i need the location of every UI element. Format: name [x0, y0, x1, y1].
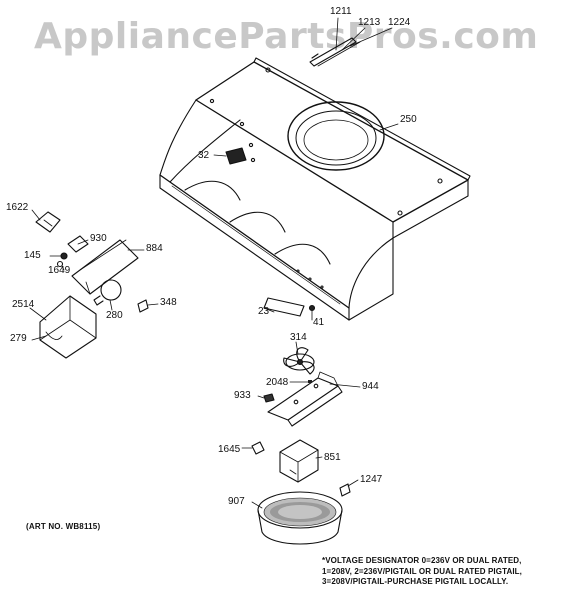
callout-907: 907 [228, 496, 245, 507]
callout-279: 279 [10, 333, 27, 344]
clip [137, 299, 149, 313]
callout-145: 145 [24, 250, 41, 261]
voltage-note-line-3: 3=208V/PIGTAIL-PURCHASE PIGTAIL LOCALLY. [322, 577, 509, 586]
callout-348: 348 [160, 297, 177, 308]
fan-blade [283, 347, 315, 375]
callout-1649: 1649 [48, 265, 71, 276]
callout-314: 314 [290, 332, 307, 343]
switch [225, 147, 247, 165]
callout-1224: 1224 [388, 17, 411, 28]
lamp-socket [35, 211, 61, 233]
callout-933: 933 [234, 390, 251, 401]
callout-2514: 2514 [12, 299, 35, 310]
light-bulb [93, 279, 122, 306]
callout-23: 23 [258, 306, 270, 317]
callout-41: 41 [313, 317, 325, 328]
callout-944: 944 [362, 381, 379, 392]
callout-1213: 1213 [358, 17, 381, 28]
voltage-note-line-2: 1=208V, 2=236V/PIGTAIL OR DUAL RATED PIG… [322, 566, 522, 576]
callout-1622: 1622 [6, 202, 29, 213]
callout-32: 32 [198, 150, 210, 161]
range-hood-body [159, 57, 471, 321]
grease-filter-clip [339, 483, 351, 497]
voltage-note: *VOLTAGE DESIGNATOR 0=236V OR DUAL RATED… [322, 556, 522, 588]
art-number: (ART NO. WB8115) [26, 522, 101, 531]
switch-knob [56, 235, 89, 268]
damper-assembly [309, 37, 361, 67]
callout-851: 851 [324, 452, 341, 463]
light-lens-strip [263, 297, 316, 317]
voltage-note-line-1: *VOLTAGE DESIGNATOR 0=236V OR DUAL RATED… [322, 556, 522, 565]
light-housing [39, 295, 97, 359]
motor-bracket [267, 371, 343, 427]
spacer [263, 393, 275, 403]
callout-280: 280 [106, 310, 123, 321]
fan-motor [251, 439, 319, 483]
callout-930: 930 [90, 233, 107, 244]
callout-250: 250 [400, 114, 417, 125]
callout-1211: 1211 [330, 6, 352, 17]
callout-884: 884 [146, 243, 163, 254]
watermark: AppliancePartsPros.com [34, 16, 539, 57]
leader-lines [29, 17, 399, 509]
light-reflector [71, 239, 139, 295]
callout-1645: 1645 [218, 444, 241, 455]
callout-1247: 1247 [360, 474, 383, 485]
callout-2048: 2048 [266, 377, 289, 388]
grease-filter [257, 491, 343, 545]
